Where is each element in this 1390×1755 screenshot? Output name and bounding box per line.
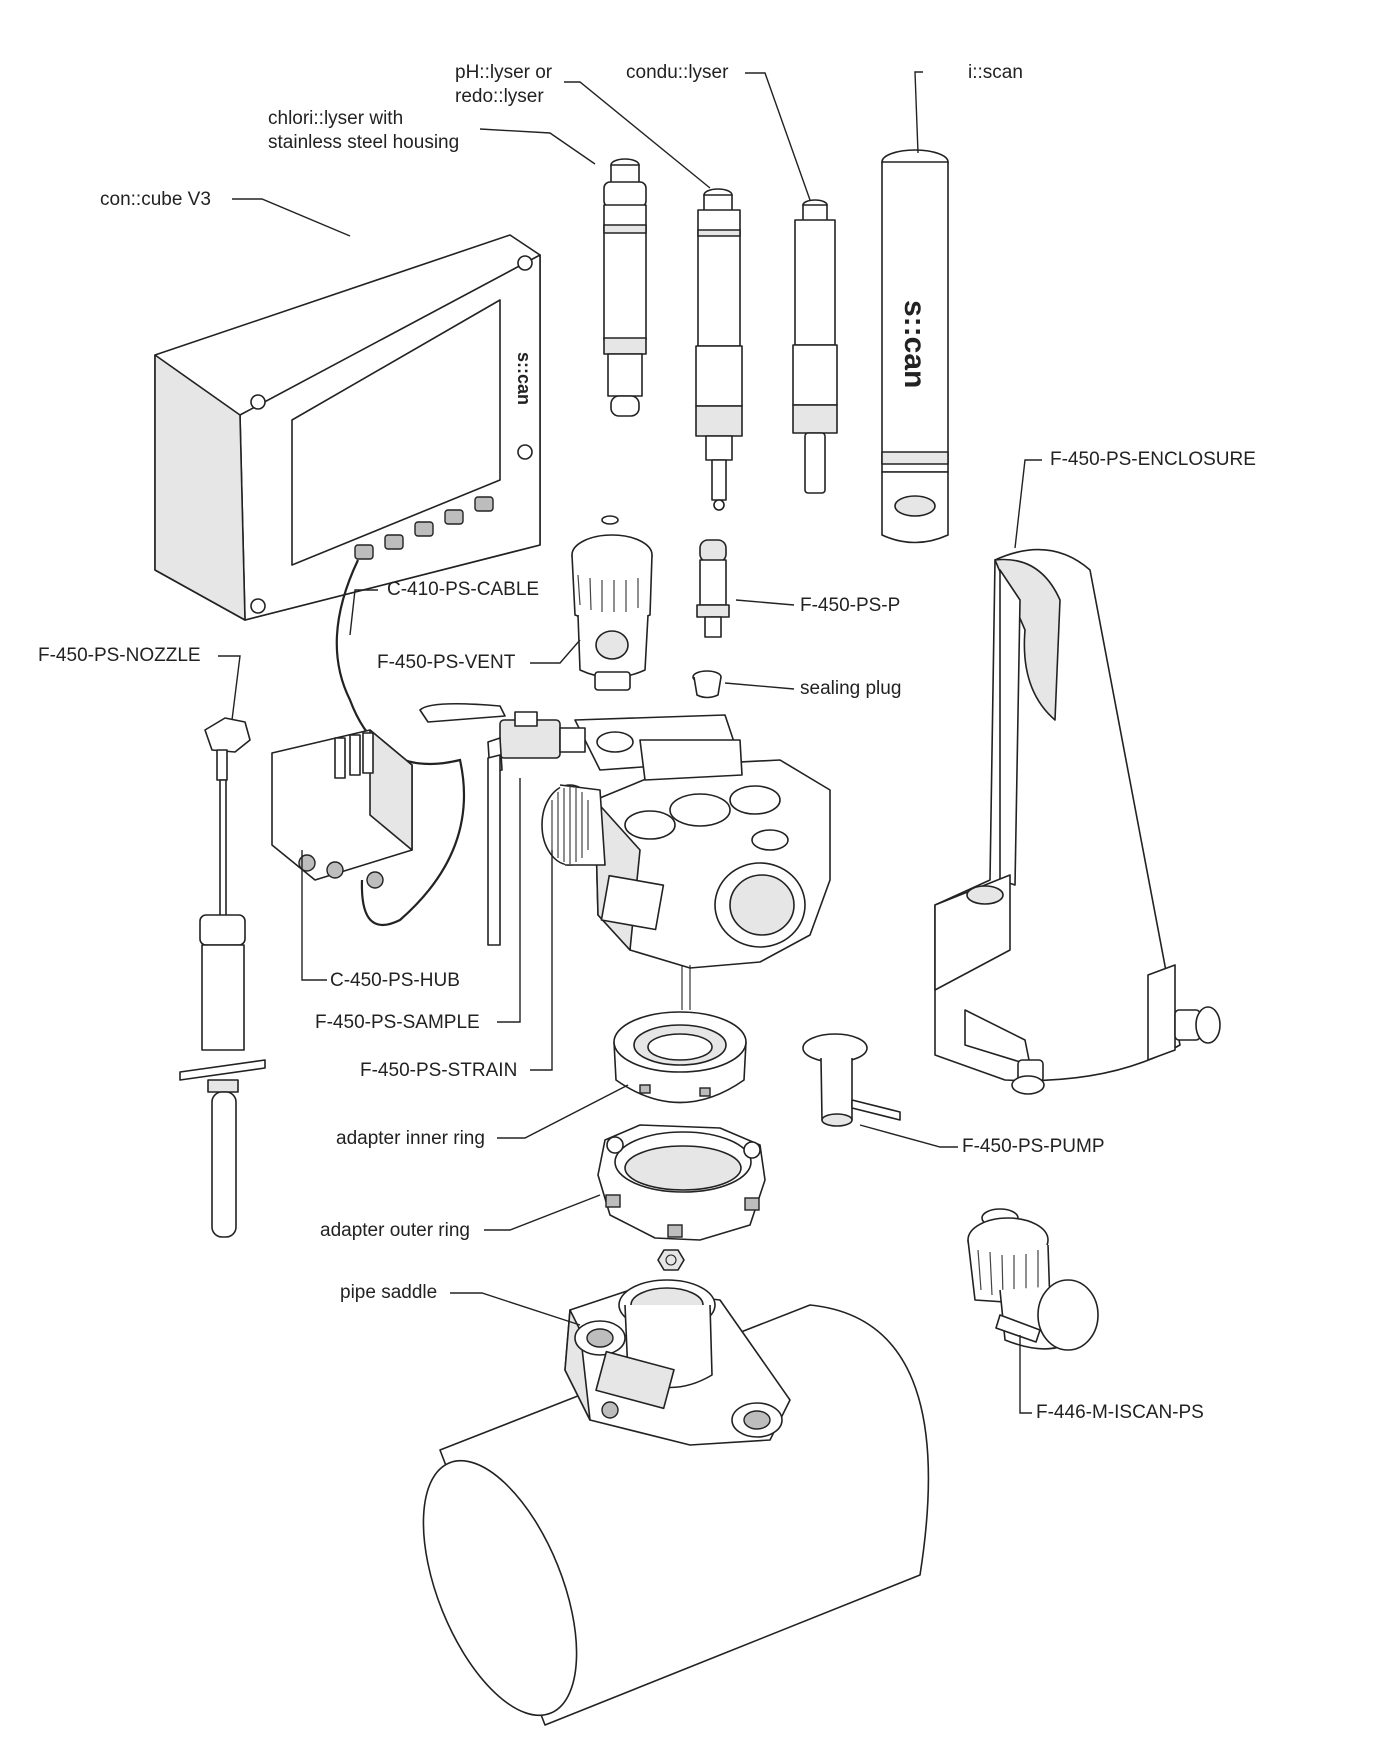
iscan-pump-adapter	[967, 1208, 1099, 1351]
label-chlorilyser-line1: chlori::lyser with	[268, 108, 403, 129]
iscan-sensor: s::can	[881, 149, 949, 544]
label-cable: C-410-PS-CABLE	[387, 579, 539, 600]
label-concube: con::cube V3	[100, 189, 211, 210]
label-pump: F-450-PS-PUMP	[962, 1136, 1105, 1157]
flow-cell-body	[574, 714, 831, 1010]
label-pipe-saddle: pipe saddle	[340, 1282, 437, 1303]
leader-lines	[218, 71, 1042, 1414]
pipe-saddle	[564, 1279, 791, 1446]
label-condulyser: condu::lyser	[626, 62, 729, 83]
sample-valve	[419, 702, 586, 946]
adapter-outer-ring	[597, 1124, 766, 1241]
concube-brand-logo: s::can	[514, 352, 534, 405]
label-sample: F-450-PS-SAMPLE	[315, 1012, 480, 1033]
sampling-nozzle	[179, 717, 266, 1238]
label-enclosure: F-450-PS-ENCLOSURE	[1050, 449, 1256, 470]
label-pressure-fitting: F-450-PS-P	[800, 595, 900, 616]
chlorilyser-sensor	[603, 158, 647, 417]
label-strain: F-450-PS-STRAIN	[360, 1060, 517, 1081]
pump-enclosure	[934, 548, 1221, 1095]
iscan-brand-logo: s::can	[898, 300, 931, 388]
strainer	[541, 784, 606, 866]
hub-junction-box	[271, 729, 413, 889]
label-inner-ring: adapter inner ring	[336, 1128, 485, 1149]
adapter-inner-ring	[613, 1011, 747, 1104]
sealing-plug	[692, 670, 722, 699]
pump	[802, 1033, 901, 1127]
label-phlyser-line2: redo::lyser	[455, 86, 544, 107]
label-vent: F-450-PS-VENT	[377, 652, 516, 673]
callout-labels: con::cube V3 chlori::lyser with stainles…	[38, 62, 1256, 1423]
hex-nut	[657, 1249, 685, 1271]
label-outer-ring: adapter outer ring	[320, 1220, 470, 1241]
phlyser-sensor	[695, 188, 743, 511]
controller-cable	[335, 559, 466, 926]
vent	[571, 515, 653, 691]
pressure-fitting	[696, 539, 730, 638]
label-iscan-ps: F-446-M-ISCAN-PS	[1036, 1402, 1204, 1423]
pipe	[422, 1304, 930, 1726]
label-sealing-plug: sealing plug	[800, 678, 901, 699]
condulyser-sensor	[792, 199, 838, 494]
label-nozzle: F-450-PS-NOZZLE	[38, 645, 201, 666]
label-hub: C-450-PS-HUB	[330, 970, 460, 991]
label-iscan: i::scan	[968, 62, 1023, 83]
label-phlyser-line1: pH::lyser or	[455, 62, 553, 83]
concube-controller: s::can	[154, 234, 541, 621]
label-chlorilyser-line2: stainless steel housing	[268, 132, 459, 153]
